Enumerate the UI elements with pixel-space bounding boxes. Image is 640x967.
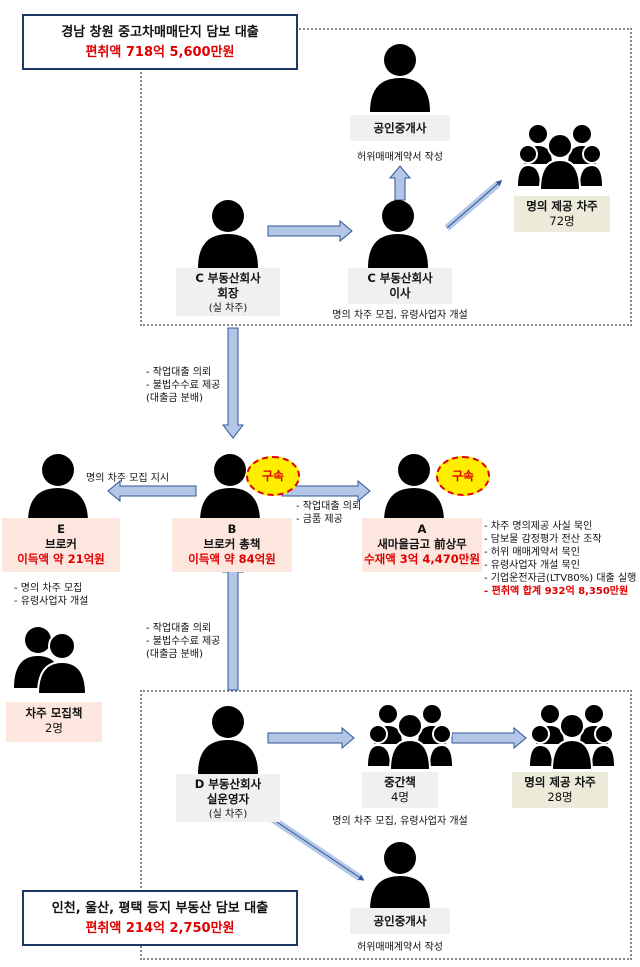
arrow-director-to-broker — [388, 165, 412, 201]
arrow-b-to-a — [281, 479, 371, 503]
c-chair-line3: (실 차주) — [208, 303, 248, 314]
broker-top-label: 공인중개사 — [350, 115, 450, 141]
middle-4-line2: 4명 — [391, 790, 409, 804]
e-line1: E — [57, 522, 65, 536]
person-icon-broker-top — [368, 40, 432, 112]
name-72-line2: 72명 — [549, 214, 575, 228]
arrow-chair-to-director — [267, 219, 353, 243]
recruit-2-line2: 2명 — [45, 721, 63, 735]
note-a-tasks-4: - 유령사업자 개설 묵인 — [484, 560, 580, 571]
note-d-to-b-3: (대출금 분배) — [146, 649, 203, 660]
top-title: 경남 창원 중고차매매단지 담보 대출 — [61, 25, 259, 40]
d-line2: 실운영자 — [206, 792, 250, 806]
middle-4-label: 중간책 4명 — [362, 772, 438, 808]
person-icon-b — [198, 450, 262, 522]
c-chair-line2: 회장 — [217, 286, 239, 300]
arrow-d-to-broker — [260, 809, 365, 881]
group-icon-28 — [530, 700, 614, 770]
arrow-middle-to-28 — [451, 726, 527, 750]
c-director-caption: 명의 차주 모집, 유령사업자 개설 — [332, 310, 468, 321]
top-title-box: 경남 창원 중고차매매단지 담보 대출 편취액 718억 5,600만원 — [22, 14, 298, 70]
group-icon-middle — [368, 700, 452, 770]
c-director-line2: 이사 — [389, 286, 411, 300]
c-chair-line1: C 부동산회사 — [195, 271, 261, 285]
recruit-2-label: 차주 모집책 2명 — [6, 702, 102, 742]
name-28-label: 명의 제공 차주 28명 — [512, 772, 608, 808]
note-c-to-b-2: - 불법수수료 제공 — [146, 380, 221, 391]
c-chair-label: C 부동산회사 회장 (실 차주) — [176, 268, 280, 316]
recruit-2-line1: 차주 모집책 — [25, 706, 83, 720]
a-label: A 새마을금고 前상무 수재액 3억 4,470만원 — [362, 518, 482, 572]
note-b-to-a-1: - 작업대출 의뢰 — [296, 501, 362, 512]
note-a-tasks-3: - 허위 매매계약서 묵인 — [484, 547, 580, 558]
name-28-line2: 28명 — [547, 790, 573, 804]
pair-icon-recruiters — [14, 622, 86, 694]
broker-top-caption: 허위매매계약서 작성 — [357, 152, 443, 163]
a-line2: 새마을금고 前상무 — [377, 537, 467, 551]
b-line3: 이득액 약 84억원 — [188, 552, 276, 566]
d-line3: (실 차주) — [208, 809, 248, 820]
note-d-to-b-2: - 불법수수료 제공 — [146, 636, 221, 647]
bottom-group-region — [140, 690, 632, 960]
note-b-to-a: - 작업대출 의뢰 - 금품 제공 — [296, 500, 361, 526]
d-line1: D 부동산회사 — [194, 777, 262, 791]
e-line3: 이득액 약 21억원 — [17, 552, 105, 566]
note-a-tasks: - 차주 명의제공 사실 묵인 - 담보물 감정평가 전산 조작 - 허위 매매… — [484, 520, 636, 598]
middle-4-line1: 중간책 — [384, 775, 416, 789]
note-a-tasks-2: - 담보물 감정평가 전산 조작 — [484, 534, 602, 545]
person-icon-a — [382, 450, 446, 522]
arrow-d-to-b — [221, 558, 245, 691]
name-72-label: 명의 제공 차주 72명 — [514, 196, 610, 232]
d-label: D 부동산회사 실운영자 (실 차주) — [176, 774, 280, 822]
note-e-tasks-1: - 명의 차주 모집 — [14, 583, 83, 594]
person-icon-broker-bottom — [368, 838, 432, 910]
a-line1: A — [417, 522, 427, 536]
bottom-amount: 편취액 214억 2,750만원 — [85, 921, 235, 936]
name-72-line1: 명의 제공 차주 — [526, 199, 598, 213]
note-e-tasks: - 명의 차주 모집 - 유령사업자 개설 — [14, 582, 88, 608]
broker-bottom-label: 공인중개사 — [350, 908, 450, 934]
c-director-line1: C 부동산회사 — [367, 271, 433, 285]
top-amount: 편취액 718억 5,600만원 — [85, 45, 235, 60]
arrow-director-to-72 — [444, 180, 503, 231]
e-line2: 브로커 — [45, 537, 77, 551]
c-director-label: C 부동산회사 이사 — [348, 268, 452, 304]
arrow-b-to-e — [107, 479, 197, 503]
note-c-to-b: - 작업대출 의뢰 - 불법수수료 제공 (대출금 분배) — [146, 366, 220, 405]
note-a-tasks-1: - 차주 명의제공 사실 묵인 — [484, 521, 593, 532]
group-icon-72 — [518, 120, 602, 190]
person-icon-d — [196, 702, 260, 774]
arrested-badge-b: 구속 — [246, 456, 300, 496]
note-c-to-b-3: (대출금 분배) — [146, 393, 203, 404]
broker-bottom-caption: 허위매매계약서 작성 — [357, 942, 443, 953]
b-line1: B — [227, 522, 237, 536]
person-icon-c-director — [366, 196, 430, 268]
note-d-to-b: - 작업대출 의뢰 - 불법수수료 제공 (대출금 분배) — [146, 622, 220, 661]
person-icon-e — [26, 450, 90, 522]
arrow-d-to-middle — [267, 726, 355, 750]
note-c-to-b-1: - 작업대출 의뢰 — [146, 367, 212, 378]
note-a-tasks-5: - 기업운전자금(LTV80%) 대출 실행 — [484, 573, 637, 584]
bottom-title-box: 인천, 울산, 평택 등지 부동산 담보 대출 편취액 214억 2,750만원 — [22, 890, 298, 946]
arrested-badge-a: 구속 — [436, 456, 490, 496]
b-line2: 브로커 총책 — [203, 537, 261, 551]
name-28-line1: 명의 제공 차주 — [524, 775, 596, 789]
top-group-region — [140, 28, 632, 326]
note-a-total: - 편취액 합계 932억 8,350만원 — [484, 586, 629, 597]
note-e-tasks-2: - 유령사업자 개설 — [14, 596, 89, 607]
note-b-to-a-2: - 금품 제공 — [296, 514, 343, 525]
e-label: E 브로커 이득액 약 21억원 — [2, 518, 120, 572]
person-icon-c-chair — [196, 196, 260, 268]
bottom-title: 인천, 울산, 평택 등지 부동산 담보 대출 — [51, 901, 269, 916]
middle-4-caption: 명의 차주 모집, 유령사업자 개설 — [332, 816, 468, 827]
note-b-to-e: 명의 차주 모집 지시 — [86, 473, 170, 484]
arrow-chair-to-b — [221, 327, 245, 439]
b-label: B 브로커 총책 이득액 약 84억원 — [172, 518, 292, 572]
a-line3: 수재액 3억 4,470만원 — [364, 552, 480, 566]
note-d-to-b-1: - 작업대출 의뢰 — [146, 623, 212, 634]
